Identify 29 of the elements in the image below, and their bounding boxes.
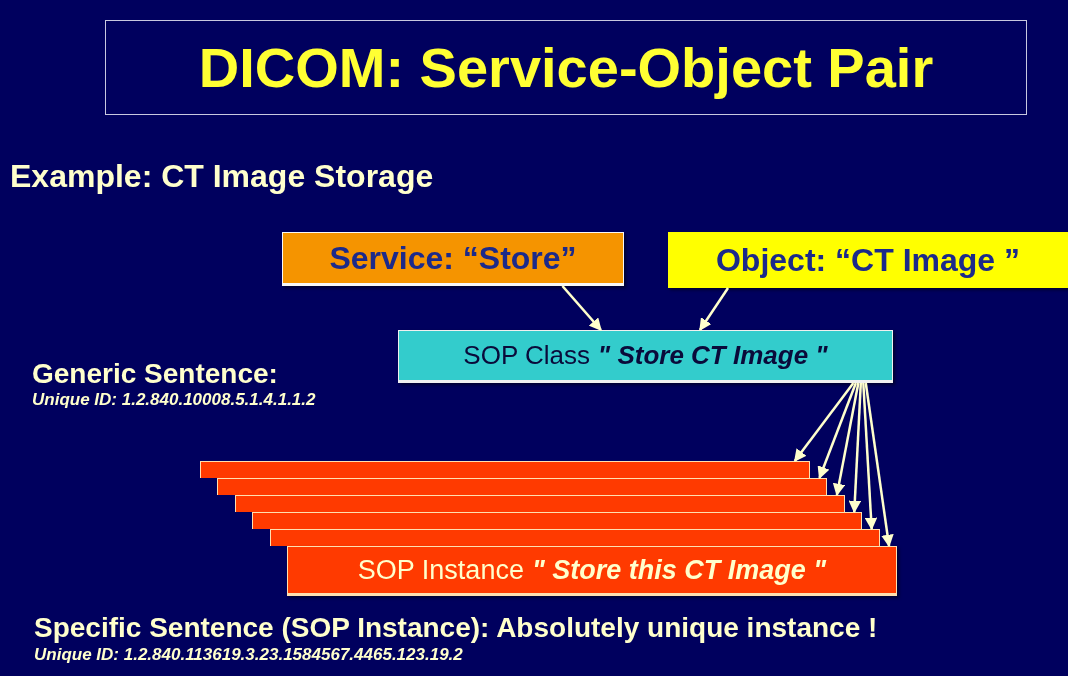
quoted-name: " Store this CT Image " [532,554,827,586]
arrow [561,285,602,331]
heading-text: Specific Sentence (SOP Instance): Absolutely unique instance ! [34,612,878,644]
arrow [864,382,894,548]
box-label: SOP Instance [357,554,524,586]
sop-instance-box [234,495,845,512]
arrow [862,382,878,531]
arrow [793,382,855,462]
unique-id-text: Unique ID: 1.2.840.10008.5.1.4.1.1.2 [32,390,316,410]
heading-text: Example: CT Image Storage [10,158,434,195]
sop-instance-box [217,478,828,495]
sop-instance-box [200,461,810,478]
arrow [832,382,860,497]
sop-instance-box [252,512,863,529]
service-box [282,232,624,286]
box-label: Service: “Store” [329,239,577,277]
arrow [698,287,730,332]
object-box [668,232,1068,288]
arrow [848,382,863,514]
arrow [817,382,858,480]
sop-class-box [398,330,893,383]
unique-id-text: Unique ID: 1.2.840.113619.3.23.1584567.4465.123.19.2 [34,645,463,665]
box-label: SOP Class [463,340,591,371]
quoted-name: " Store CT Image " [597,340,828,371]
heading-text: Generic Sentence: [32,358,278,390]
title-heading: DICOM: Service-Object Pair [105,20,1027,115]
box-label: Object: “CT Image ” [715,241,1020,279]
sop-instance-box [269,529,880,546]
sop-instance-box [287,546,897,596]
